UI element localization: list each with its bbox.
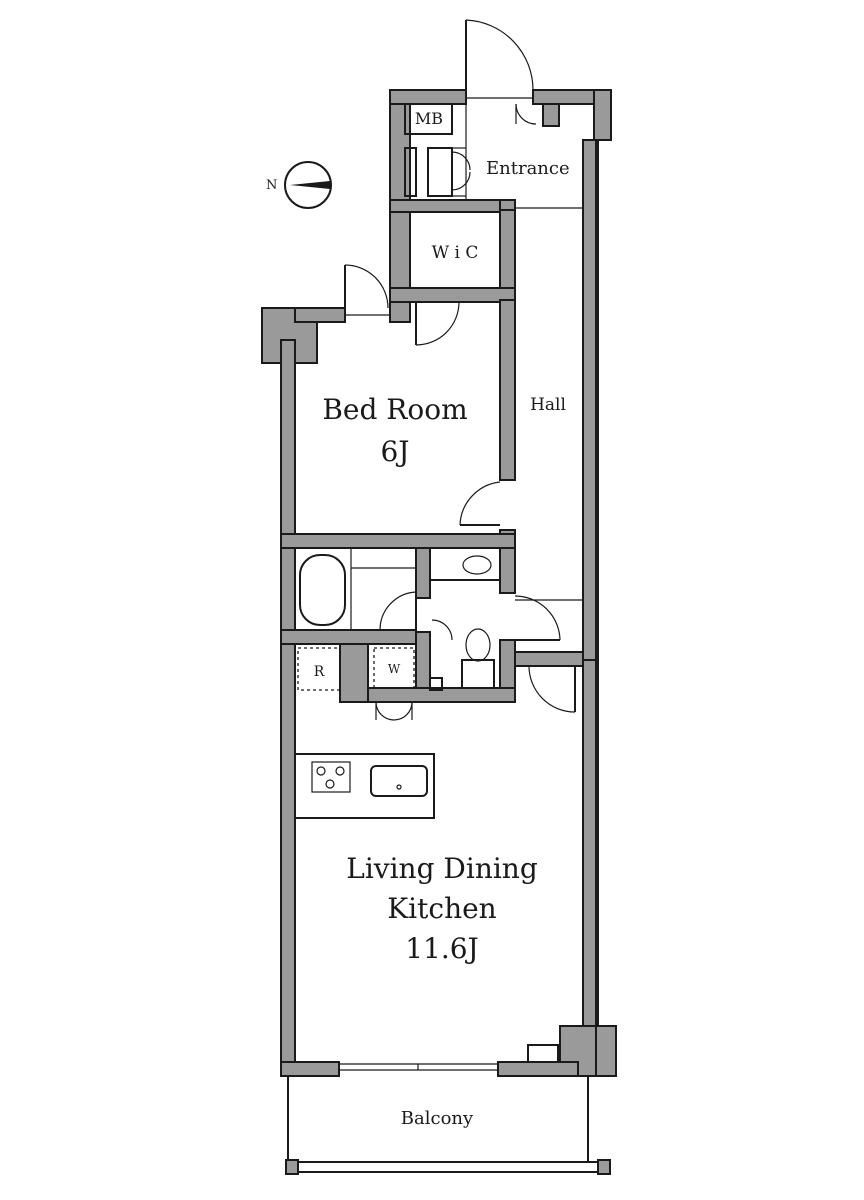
hall-label: Hall xyxy=(530,395,566,415)
compass-ring xyxy=(284,161,332,209)
compass-label: N xyxy=(266,178,277,193)
walls xyxy=(261,89,617,1077)
entrance-label: Entrance xyxy=(486,158,570,179)
bedroom-size-label: 6J xyxy=(380,435,409,468)
wic-label: W i C xyxy=(432,243,479,263)
ldk-label-line1: Living Dining xyxy=(346,852,538,885)
compass: N xyxy=(266,161,332,209)
refrigerator-label: R xyxy=(314,664,325,680)
ldk-size-label: 11.6J xyxy=(405,932,479,965)
interior-lines xyxy=(285,103,611,1175)
mb-label: MB xyxy=(415,109,443,128)
bedroom-name-label: Bed Room xyxy=(322,393,467,426)
doors xyxy=(344,19,576,721)
compass-north-arrow-icon xyxy=(290,181,330,189)
washer-label: W xyxy=(388,662,401,676)
ldk-label-line2: Kitchen xyxy=(387,892,496,925)
labels: MB Entrance W i C Bed Room 6J Hall R W L… xyxy=(314,109,570,1129)
balcony-label: Balcony xyxy=(401,1108,474,1129)
